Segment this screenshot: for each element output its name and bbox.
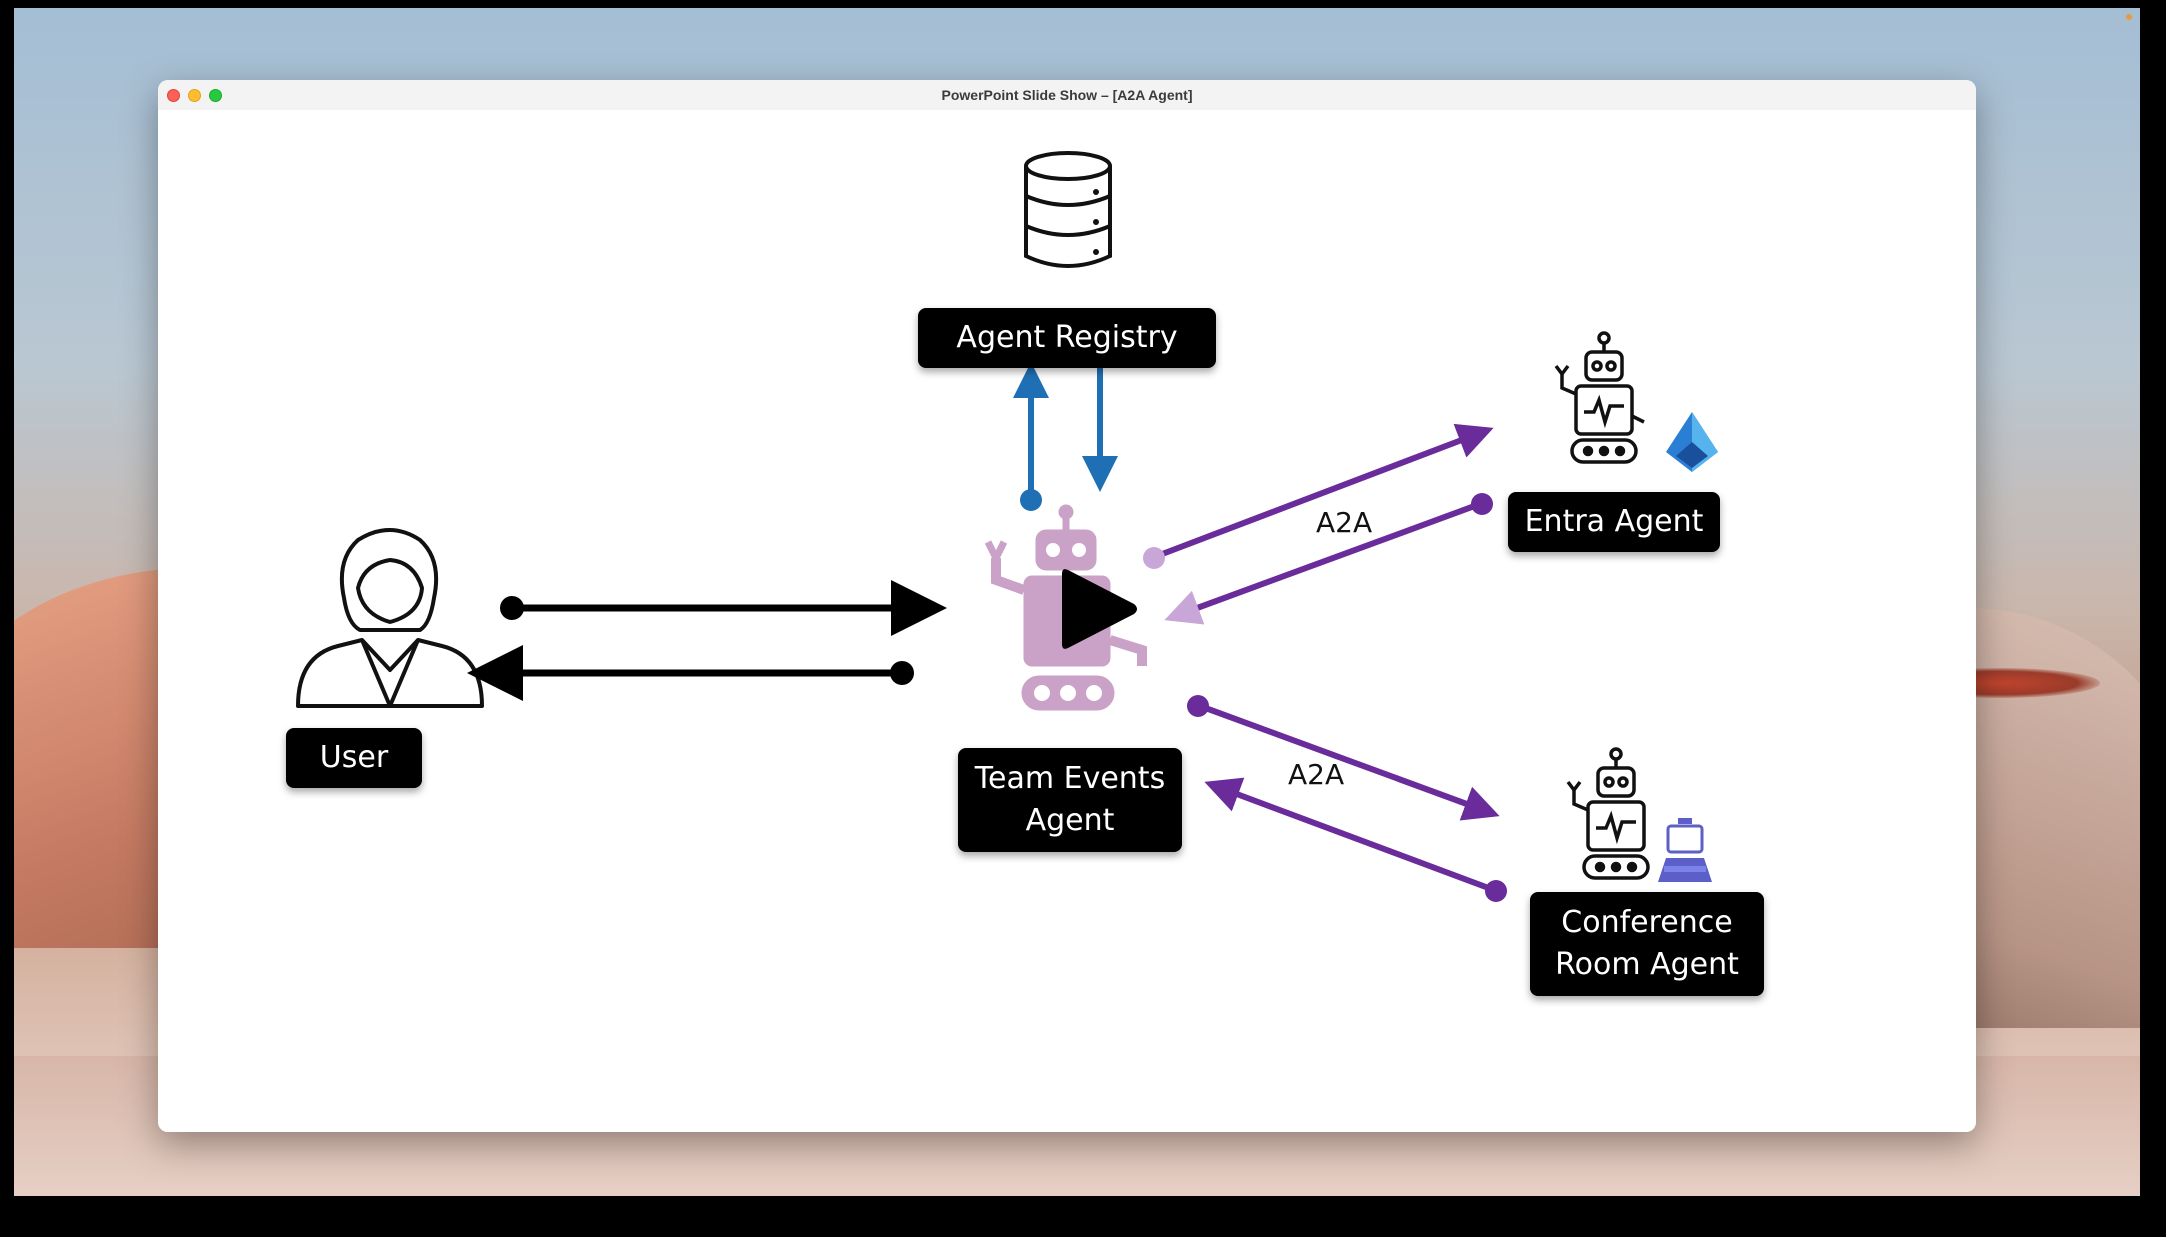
window-titlebar[interactable]: PowerPoint Slide Show – [A2A Agent] [158,80,1976,111]
agent-registry-label: Agent Registry [918,308,1216,368]
conference-robot-icon [1566,747,1650,880]
slide-canvas[interactable]: Agent Registry User Team Events Agent En… [158,110,1976,1132]
entra-robot-icon [1554,331,1645,464]
a2a-label-top: A2A [1316,506,1373,539]
diagram-svg [296,151,1718,902]
user-icon [296,528,484,708]
user-arrows [467,580,947,701]
database-icon [1024,151,1112,268]
menu-extra-dot [2126,14,2132,20]
a2a-label-bottom: A2A [1288,758,1345,791]
window-close-button[interactable] [167,89,180,102]
azure-entra-icon [1666,412,1718,472]
slideshow-window: PowerPoint Slide Show – [A2A Agent] [158,80,1976,1132]
entra-agent-label: Entra Agent [1508,492,1720,552]
registry-arrows [1013,345,1118,511]
window-minimize-button[interactable] [188,89,201,102]
conference-room-agent-label: Conference Room Agent [1530,892,1764,996]
window-title: PowerPoint Slide Show – [A2A Agent] [941,87,1193,103]
user-label: User [286,728,422,788]
window-maximize-button[interactable] [209,89,222,102]
play-icon[interactable] [1054,564,1144,654]
teams-room-icon [1658,818,1712,882]
entra-a2a-arrows [1143,423,1494,625]
team-events-agent-label: Team Events Agent [958,748,1182,852]
conference-a2a-arrows [1187,695,1507,902]
